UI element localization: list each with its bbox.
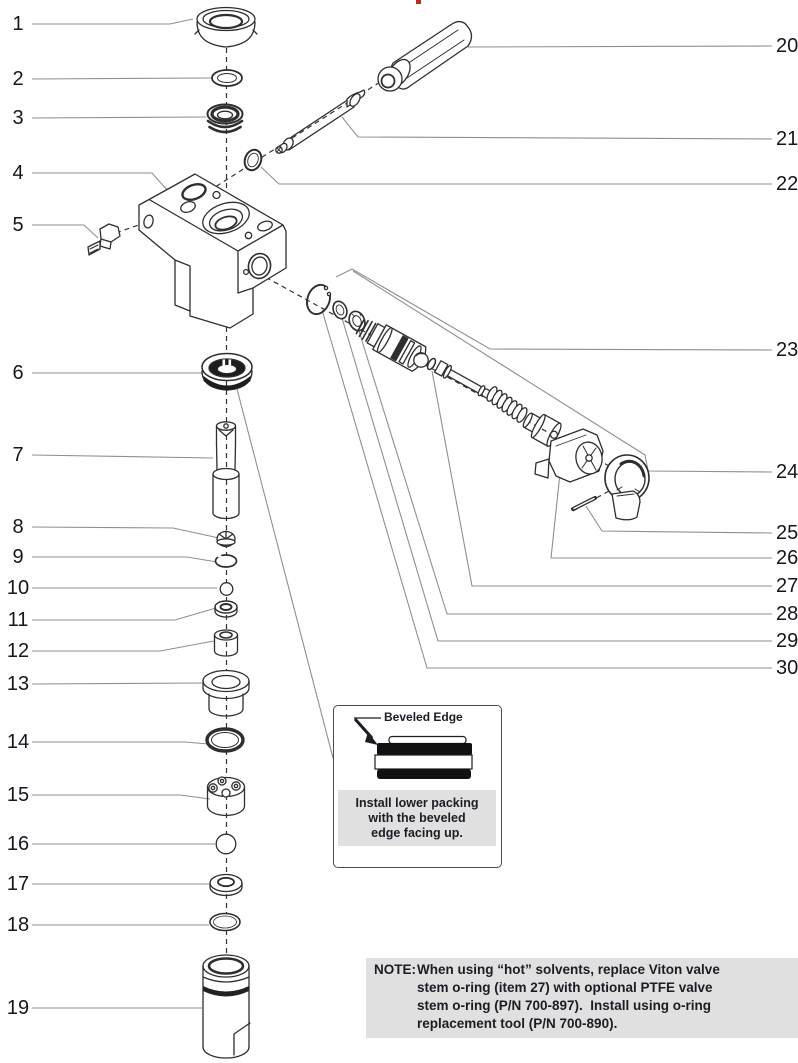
callout-5: 5: [12, 214, 24, 236]
callout-21: 21: [776, 128, 798, 150]
callout-11: 11: [7, 609, 29, 631]
part-29-o-ring-small: [332, 300, 348, 320]
callout-27: 27: [776, 575, 798, 597]
part-6-lower-packing: [201, 352, 253, 391]
part-5-inlet-fitting: [87, 223, 121, 256]
callout-17: 17: [6, 873, 30, 895]
callout-19: 19: [6, 997, 30, 1019]
part-13-seat-housing: [202, 669, 250, 717]
part-1-packing-nut: [194, 6, 258, 48]
part-18-o-ring-thin: [209, 912, 241, 932]
callout-25: 25: [776, 522, 798, 544]
callout-23: 23: [776, 339, 798, 361]
note-label: NOTE:: [374, 962, 416, 977]
callout-8: 8: [12, 516, 24, 538]
part-25-pin: [571, 496, 597, 511]
part-28-stem-washer: [348, 310, 366, 332]
part-26-valve-housing: [534, 428, 604, 483]
part-15-outlet-valve-cage: [206, 776, 246, 817]
callout-26: 26: [776, 547, 798, 569]
part-19-foot-valve-housing: [202, 954, 251, 1059]
part-11-washer: [214, 600, 238, 618]
beveled-edge-label: Beveled Edge: [384, 710, 463, 724]
solvent-note: NOTE: When using “hot” solvents, replace…: [366, 958, 798, 1038]
part-17-seat-washer: [209, 873, 243, 897]
callout-24: 24: [776, 461, 798, 483]
part-9-o-ring: [214, 554, 238, 568]
part-ball-valve: [413, 352, 429, 368]
part-2-upper-wiper-ring: [211, 69, 243, 87]
callout-13: 13: [6, 673, 30, 695]
part-spring: [486, 386, 528, 423]
callout-9: 9: [12, 546, 24, 568]
part-16-ball-large: [215, 833, 237, 855]
packing-instruction-box: Beveled Edge Install lower packing with …: [333, 705, 502, 868]
callout-3: 3: [12, 107, 24, 129]
callout-4: 4: [12, 162, 24, 184]
callout-30: 30: [776, 657, 798, 679]
callout-22: 22: [776, 173, 798, 195]
callout-16: 16: [6, 833, 30, 855]
callout-15: 15: [6, 784, 30, 806]
callout-10: 10: [6, 577, 30, 599]
part-24-valve-handle: [604, 454, 650, 521]
part-seat-bushing: [522, 412, 562, 447]
callout-14: 14: [6, 731, 30, 753]
part-27-stem-o-ring: [426, 357, 437, 371]
callout-7: 7: [12, 444, 24, 466]
part-21-valve-rod: [275, 89, 366, 154]
part-3-upper-packing: [206, 103, 244, 134]
part-valve-stem: [433, 360, 493, 399]
part-7-piston-rod: [212, 421, 240, 520]
callout-1: 1: [12, 13, 24, 35]
callout-28: 28: [776, 603, 798, 625]
callout-18: 18: [6, 914, 30, 936]
note-text: When using “hot” solvents, replace Viton…: [417, 962, 720, 1031]
callout-6: 6: [12, 362, 24, 384]
part-4-pump-block: [138, 173, 287, 329]
clipped-red-text-fragment: [416, 0, 421, 4]
part-8-inlet-valve: [216, 530, 236, 548]
callout-29: 29: [776, 630, 798, 652]
part-30-retaining-ring: [306, 283, 332, 315]
leader-lines: [31, 18, 773, 1009]
packing-illustration: [353, 717, 473, 779]
part-12-bushing: [213, 629, 239, 657]
part-22-valve-o-ring: [243, 148, 263, 172]
part-20-valve-cap: [377, 20, 473, 92]
callout-12: 12: [6, 640, 30, 662]
packing-instruction-text: Install lower packing with the beveled e…: [338, 790, 496, 846]
callout-2: 2: [12, 68, 24, 90]
part-14-o-ring-large: [205, 727, 245, 753]
callout-20: 20: [776, 35, 798, 57]
part-10-ball-small: [219, 582, 234, 596]
